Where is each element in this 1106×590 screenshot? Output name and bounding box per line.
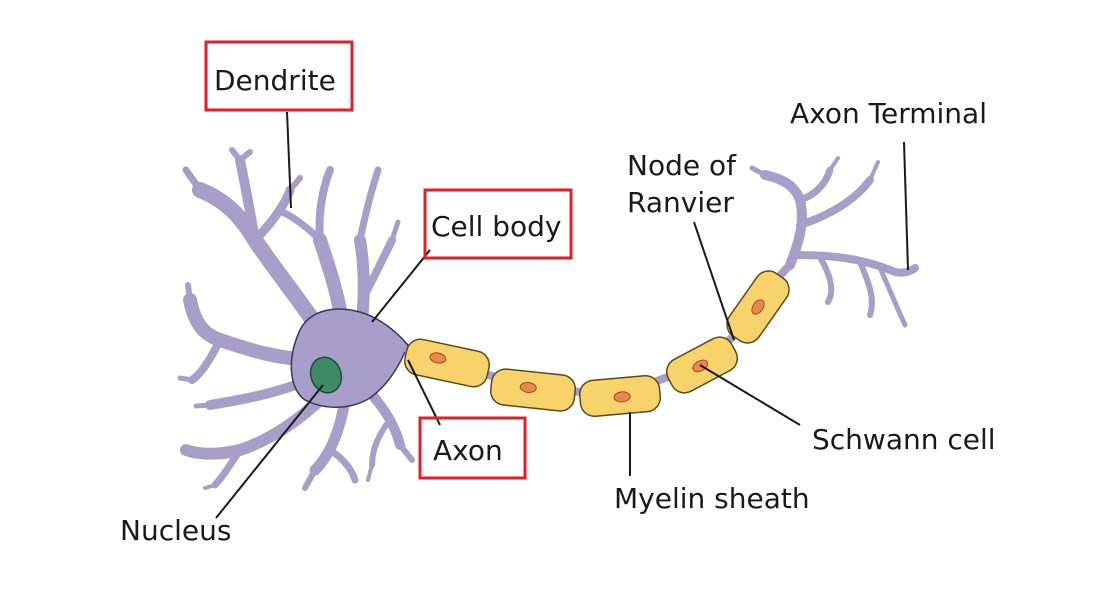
myelin-segments [404,270,790,418]
highlight-box-dendrite [204,40,354,112]
axon-terminal-branches [749,156,919,328]
cell-body-shape [290,308,409,408]
leader-schwann [699,364,801,426]
leader-dendrite [286,111,292,209]
label-node-line1: Node of [627,149,737,182]
neuron-cell [177,147,415,491]
leader-lines [215,111,909,519]
leader-cell-body [371,249,431,323]
myelin-segment [489,368,577,412]
leader-node [693,221,735,341]
label-node-line2: Ranvier [627,186,734,219]
highlight-box-axon [418,416,527,480]
label-myelin-sheath: Myelin sheath [614,482,810,515]
leader-terminal [903,141,909,271]
myelin-segment [404,338,490,388]
highlight-box-cell-body [423,188,573,260]
label-cell-body: Cell body [431,210,561,243]
myelin-segment [579,374,661,418]
myelin-segment [726,270,790,344]
leader-axon [407,359,441,426]
leader-nucleus [215,384,324,519]
label-axon: Axon [433,434,503,467]
label-schwann-cell: Schwann cell [812,423,996,456]
label-dendrite: Dendrite [214,64,336,97]
nucleus-shape [309,356,343,394]
label-axon-terminal: Axon Terminal [790,97,987,130]
myelin-segment [665,336,739,394]
label-nucleus: Nucleus [120,514,231,547]
